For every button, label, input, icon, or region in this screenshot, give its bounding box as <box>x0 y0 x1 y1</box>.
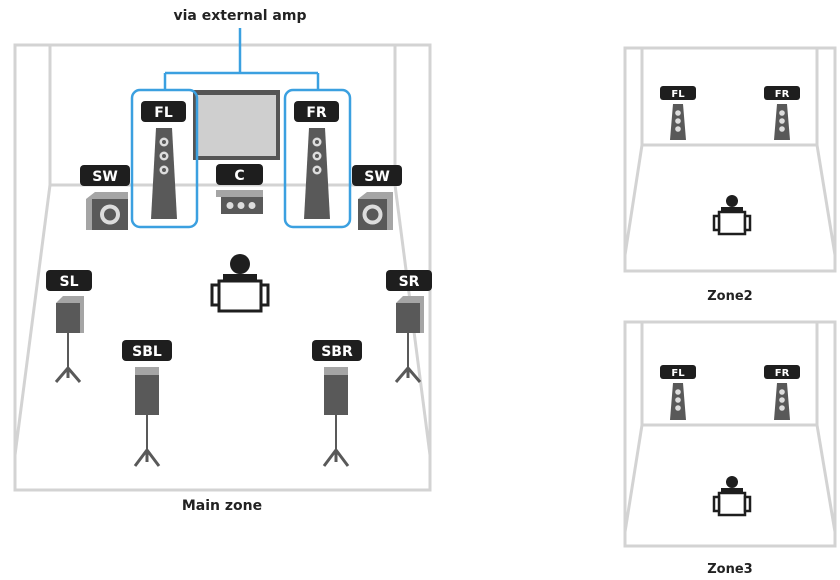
fl-label: FL <box>154 105 173 121</box>
main-zone-label: Main zone <box>182 498 262 514</box>
speaker-sbl: SBL <box>122 340 172 467</box>
amp-label: via external amp <box>173 8 306 24</box>
sbr-badge <box>312 340 362 361</box>
c-label: C <box>234 168 244 184</box>
listener-head-icon <box>230 254 250 274</box>
speaker-fl: FL <box>130 88 199 229</box>
tv-screen <box>193 90 280 160</box>
zone2-label: Zone2 <box>707 289 752 304</box>
sr-label: SR <box>399 274 420 290</box>
chair-icon <box>717 491 747 517</box>
fl-badge <box>141 101 186 122</box>
fr-badge <box>294 101 339 122</box>
zone3-speaker-fl: FL <box>660 365 696 420</box>
fr-highlight-frame <box>283 88 352 229</box>
sw-left-label: SW <box>92 169 118 185</box>
sw-right-label: SW <box>364 169 390 185</box>
sw-right-badge <box>352 165 402 186</box>
surround-back-speaker-icon <box>324 375 348 415</box>
zone3-label: Zone3 <box>707 562 752 577</box>
main-room-outline <box>13 43 432 492</box>
speaker-center: C <box>216 164 263 214</box>
speaker-sbr: SBR <box>312 340 362 467</box>
speaker-sw-right: SW <box>352 165 402 230</box>
stand-icon <box>322 449 350 467</box>
surround-speaker-icon <box>396 303 420 333</box>
stand-icon <box>133 449 161 467</box>
sbr-label: SBR <box>321 344 353 360</box>
surround-speaker-icon <box>56 303 80 333</box>
chair-icon <box>217 279 263 313</box>
c-badge <box>216 164 263 185</box>
external-amp-connection: via external amp <box>163 8 320 90</box>
zone2-fr-label: FR <box>775 89 790 100</box>
fl-highlight-frame <box>130 88 199 229</box>
sr-badge <box>386 270 432 291</box>
zone2-fl-label: FL <box>671 89 685 100</box>
zone3-listener <box>712 476 752 517</box>
speaker-sw-left: SW <box>80 165 130 230</box>
speaker-sl: SL <box>46 270 92 383</box>
zone3-speaker-fr: FR <box>764 365 800 420</box>
zone3-fr-label: FR <box>775 368 790 379</box>
zone2-listener <box>712 195 752 236</box>
stand-icon <box>54 367 82 383</box>
fr-label: FR <box>306 105 327 121</box>
speaker-sr: SR <box>386 270 432 383</box>
zone3-fl-label: FL <box>671 368 685 379</box>
main-zone-room <box>13 43 432 492</box>
zone2-speaker-fr: FR <box>764 86 800 140</box>
listener-main <box>210 254 270 313</box>
stand-icon <box>394 367 422 383</box>
speaker-fr: FR <box>283 88 352 229</box>
surround-back-speaker-icon <box>135 375 159 415</box>
sw-left-badge <box>80 165 130 186</box>
chair-icon <box>717 210 747 236</box>
sl-label: SL <box>59 274 78 290</box>
zone2-room <box>623 46 837 273</box>
sl-badge <box>46 270 92 291</box>
sbl-badge <box>122 340 172 361</box>
sbl-label: SBL <box>132 344 162 360</box>
zone2-speaker-fl: FL <box>660 86 696 140</box>
zone3-room <box>623 320 837 548</box>
